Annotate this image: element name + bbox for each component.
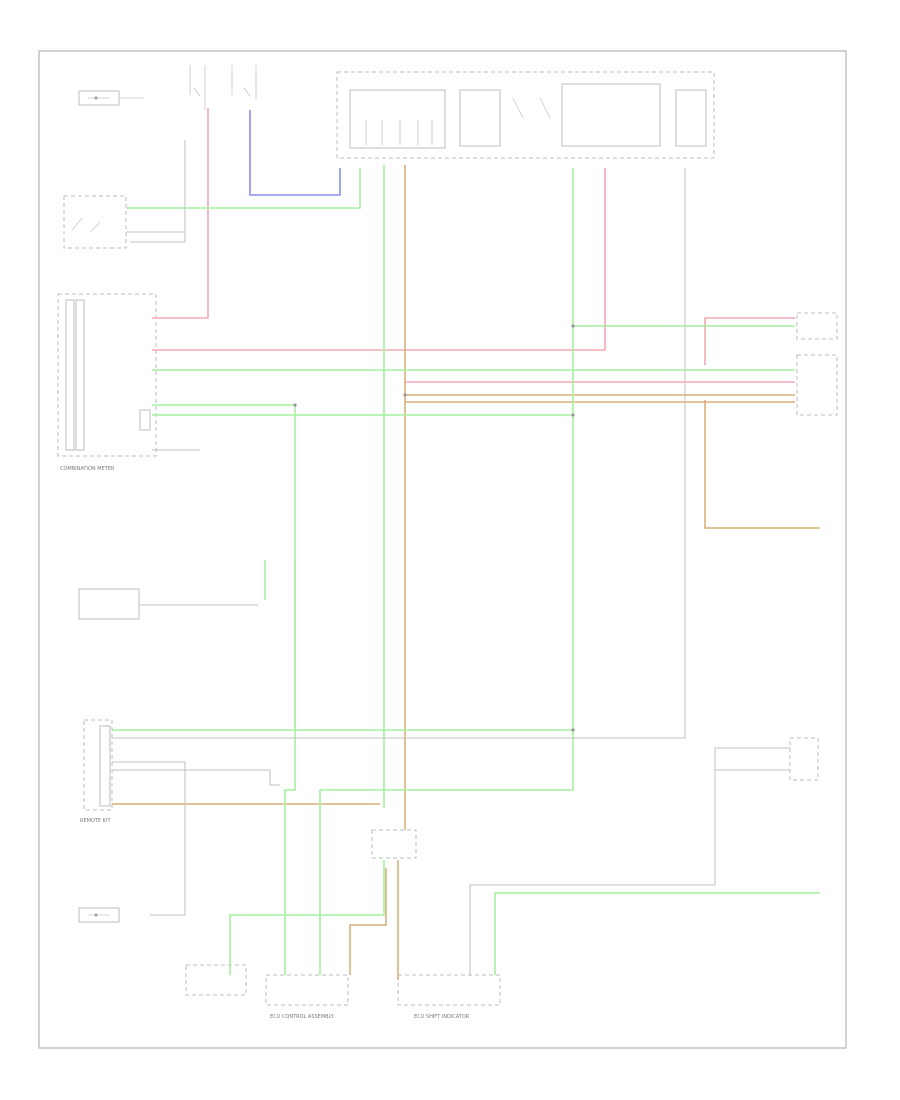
wire-green-11	[229, 860, 385, 975]
wire-gray-4	[112, 761, 186, 916]
combination-meter-label: COMBINATION METER	[60, 466, 115, 472]
wire-green-3	[319, 168, 574, 975]
wire-red-2	[152, 168, 606, 351]
wire-gray-6	[112, 769, 280, 786]
junction-dot	[571, 413, 575, 417]
bottom-left-connector	[78, 907, 120, 923]
top-left-connector	[78, 90, 144, 106]
main-relay-box	[336, 71, 715, 159]
junction-connector	[371, 829, 417, 859]
bottom-module-left	[185, 964, 247, 996]
wire-orange-4	[704, 400, 820, 529]
wire-gray-5	[469, 747, 790, 975]
junction-dot	[403, 393, 407, 397]
ecu-shift-indicator-label: ECU SHIFT INDICATOR	[414, 1014, 470, 1020]
wire-red-3	[704, 317, 795, 365]
ecu-control-assembly-label: ECU CONTROL ASSEMBLY	[270, 1014, 335, 1020]
wire-gray-2	[130, 140, 186, 243]
ecu-control-assembly: ECU CONTROL ASSEMBLY	[265, 974, 349, 1020]
right-mid-connector	[789, 737, 819, 781]
diagram-frame	[38, 50, 847, 1049]
wire-green-7	[152, 404, 296, 730]
wire-green-1	[126, 168, 361, 209]
wire-green-10	[284, 560, 296, 975]
remote-kit: REMOTE KIT	[80, 719, 113, 824]
mid-left-module	[78, 588, 140, 620]
wire-orange-6	[349, 860, 399, 980]
junction-dot	[571, 324, 575, 328]
wire-blue	[249, 110, 341, 196]
junction-dot	[571, 728, 575, 732]
remote-kit-label: REMOTE KIT	[80, 818, 111, 824]
right-connector	[796, 312, 838, 416]
wire-gray-1	[112, 168, 686, 739]
fuse-block-top	[189, 65, 257, 110]
wire-red-1	[152, 108, 209, 319]
wire-green-12	[494, 892, 820, 975]
combination-meter: COMBINATION METER	[57, 293, 157, 472]
light-control-switch	[63, 195, 127, 249]
ecu-shift-indicator: ECU SHIFT INDICATOR	[397, 974, 501, 1020]
junction-dot	[293, 403, 297, 407]
